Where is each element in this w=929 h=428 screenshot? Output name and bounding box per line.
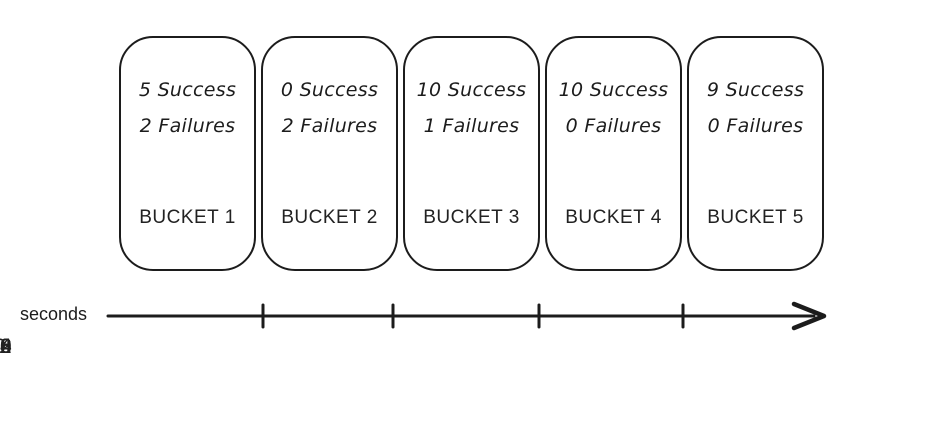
bucket-4-title: BUCKET 4 xyxy=(565,207,662,228)
bucket-5-success-count: 9 Success xyxy=(706,79,805,101)
bucket-1: 5 Success 2 Failures BUCKET 1 xyxy=(119,36,256,271)
time-axis-arrow xyxy=(106,301,827,331)
axis-unit-label: seconds xyxy=(20,304,88,324)
bucket-3-failures-count: 1 Failures xyxy=(423,115,520,137)
bucket-1-title: BUCKET 1 xyxy=(139,207,236,228)
bucket-1-success-count: 5 Success xyxy=(138,79,237,101)
bucket-5: 9 Success 0 Failures BUCKET 5 xyxy=(687,36,824,271)
bucket-2: 0 Success 2 Failures BUCKET 2 xyxy=(261,36,398,271)
bucket-4: 10 Success 0 Failures BUCKET 4 xyxy=(545,36,682,271)
tick-label-12: 12 xyxy=(0,335,12,358)
tick-label-24: 24 xyxy=(0,335,12,358)
arrowhead-icon xyxy=(791,301,827,331)
bucket-3-title: BUCKET 3 xyxy=(423,207,520,228)
bucket-5-failures-count: 0 Failures xyxy=(707,115,804,137)
tick-label-48: 48 xyxy=(0,335,12,358)
bucket-2-success-count: 0 Success xyxy=(280,79,379,101)
bucket-5-title: BUCKET 5 xyxy=(707,207,804,228)
bucket-3: 10 Success 1 Failures BUCKET 3 xyxy=(403,36,540,271)
tick-label-36: 36 xyxy=(0,335,12,358)
bucket-4-success-count: 10 Success xyxy=(558,79,669,101)
bucket-4-failures-count: 0 Failures xyxy=(565,115,662,137)
tick-label-0: 0 xyxy=(0,334,6,360)
bucket-2-title: BUCKET 2 xyxy=(281,207,378,228)
tick-label-60: 60 xyxy=(0,335,12,358)
bucket-1-failures-count: 2 Failures xyxy=(139,115,236,137)
bucket-2-failures-count: 2 Failures xyxy=(281,115,378,137)
bucket-3-success-count: 10 Success xyxy=(416,79,527,101)
